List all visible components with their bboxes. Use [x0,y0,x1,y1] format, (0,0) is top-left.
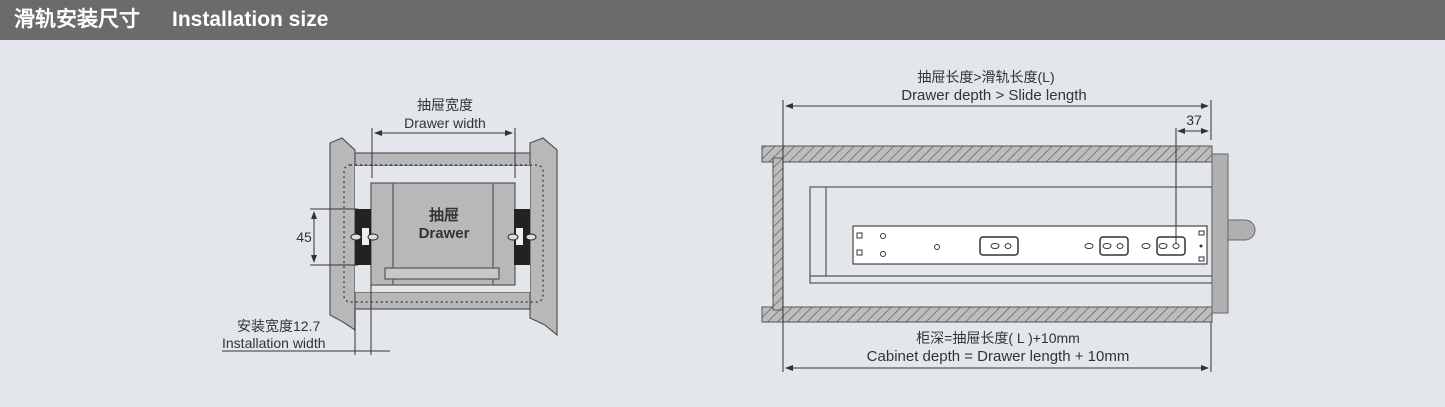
cabinet-back-panel [772,157,784,311]
height-dimension-value: 45 [296,229,312,245]
drawer-width-zh: 抽屉宽度 [417,97,473,113]
cabinet-left-side [329,137,356,332]
slide-bracket-left [350,209,379,265]
cabinet-bottom-panel [761,306,1213,323]
drawer-depth-zh: 抽屉长度>滑轨长度(L) [917,69,1054,85]
cabinet-top [354,152,531,167]
slide-bracket-right [507,209,537,265]
drawer-front-panel [1211,153,1229,314]
drawer-bottom-bar [384,267,500,280]
install-width-en: Installation width [222,335,326,351]
cabinet-bottom [354,291,531,310]
drawer-label-en: Drawer [419,225,470,242]
front-view: 抽屉 Drawer 抽屉宽度 Drawer width 45 安装宽度12.7 [222,97,558,355]
header-title-zh: 滑轨安装尺寸 [14,8,140,31]
cabinet-depth-en: Cabinet depth = Drawer length + 10mm [867,348,1130,365]
drawer-handle [1227,219,1256,241]
drawer-depth-en: Drawer depth > Slide length [901,87,1087,104]
slide-rail [852,225,1208,265]
header-bar: 滑轨安装尺寸 Installation size [0,0,1445,40]
side-view: 抽屉长度>滑轨长度(L) Drawer depth > Slide length… [761,69,1256,372]
cabinet-depth-zh: 柜深=抽屉长度( L )+10mm [916,330,1080,346]
drawer-label-zh: 抽屉 [429,206,459,224]
install-width-zh: 安装宽度12.7 [237,318,320,334]
header-title-en: Installation size [172,8,329,31]
drawer-width-en: Drawer width [404,115,486,131]
offset-dimension-value: 37 [1186,112,1202,128]
cabinet-top-panel [761,145,1213,163]
